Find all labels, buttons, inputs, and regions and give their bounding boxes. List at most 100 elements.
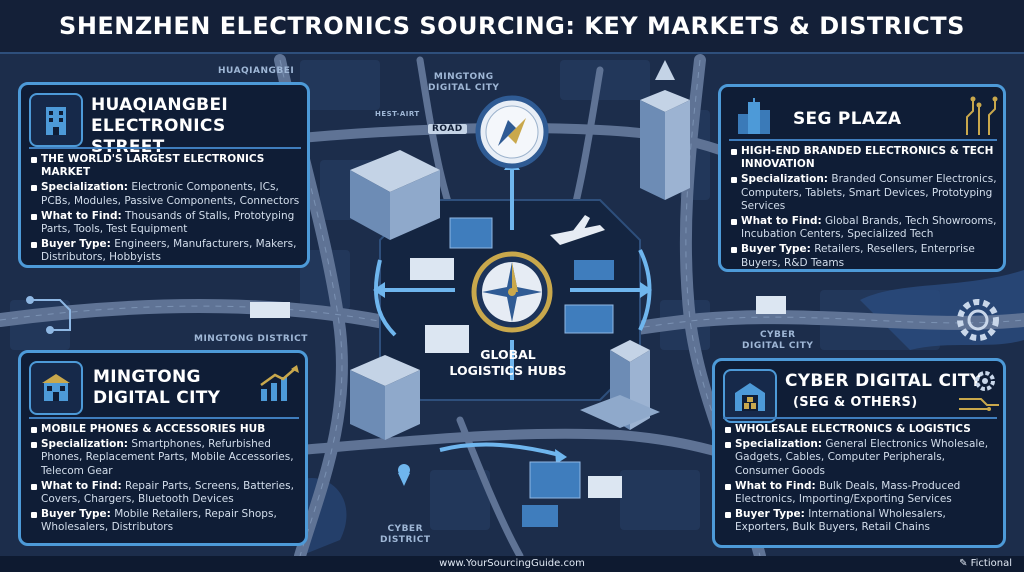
bullet-icon	[31, 157, 37, 163]
headline-text: WHOLESALE ELECTRONICS & LOGISTICS	[735, 423, 971, 435]
detail-specialization: Specialization: Smartphones, Refurbished…	[31, 438, 303, 478]
bullet-icon	[31, 512, 37, 519]
detail-value: International Wholesalers, Exporters, Bu…	[735, 508, 946, 534]
panel-details: MOBILE PHONES & ACCESSORIES HUB Speciali…	[31, 423, 303, 537]
detail-what-to-find: What to Find: Global Brands, Tech Showro…	[731, 215, 1001, 241]
detail-label: What to Find:	[41, 209, 122, 222]
detail-label: Buyer Type:	[735, 508, 805, 521]
map-label-cyber-bottom: CYBER DISTRICT	[380, 524, 430, 546]
skyscraper-icon	[729, 93, 779, 143]
panel-huaqiangbei: HUAQIANGBEI ELECTRONICS STREET THE WORLD…	[18, 82, 310, 268]
brand-icon: ✎	[959, 558, 971, 569]
panel-title: MINGTONG DIGITAL CITY	[93, 367, 253, 409]
panel-divider	[29, 417, 299, 419]
panel-mingtong: MINGTONG DIGITAL CITY MOBILE PHONES & AC…	[18, 350, 308, 546]
panel-title-line2: DIGITAL CITY	[93, 388, 221, 408]
detail-specialization: Specialization: Branded Consumer Electro…	[731, 173, 1001, 213]
bullet-icon	[31, 442, 37, 449]
detail-value: Branded Consumer Electronics, Computers,…	[741, 173, 997, 212]
headline-text: THE WORLD'S LARGEST ELECTRONICS MARKET	[41, 153, 265, 179]
panel-divider	[729, 139, 997, 141]
detail-value: Repair Parts, Screens, Batteries, Covers…	[41, 479, 294, 506]
panel-divider	[29, 147, 301, 149]
detail-value: Bulk Deals, Mass-Produced Electronics, I…	[735, 479, 961, 506]
panel-title-line2: ELECTRONICS STREET	[91, 116, 226, 157]
page-title: SHENZHEN ELECTRONICS SOURCING: KEY MARKE…	[59, 12, 965, 40]
detail-buyer-type: Buyer Type: Mobile Retailers, Repair Sho…	[31, 508, 303, 534]
detail-value: Mobile Retailers, Repair Shops, Wholesal…	[41, 508, 277, 534]
detail-value: Thousands of Stalls, Prototyping Parts, …	[41, 209, 295, 236]
bullet-icon	[725, 427, 731, 433]
hub-label-line2: LOGISTICS HUBS	[449, 363, 567, 378]
map-label-cyber-right-line2: DIGITAL CITY	[742, 341, 814, 351]
warehouse-icon	[723, 369, 777, 423]
detail-label: Buyer Type:	[41, 508, 111, 521]
bullet-icon	[31, 242, 37, 249]
detail-label: Specialization:	[741, 173, 829, 186]
bullet-icon	[31, 427, 37, 433]
panel-seg-plaza: SEG PLAZA HIGH-END BRANDED ELECTRONICS &…	[718, 84, 1006, 272]
detail-value: Retailers, Resellers, Enterprise Buyers,…	[741, 243, 975, 269]
panel-details: THE WORLD'S LARGEST ELECTRONICS MARKET S…	[31, 153, 303, 267]
panel-title: HUAQIANGBEI ELECTRONICS STREET	[91, 95, 305, 158]
headline-text: MOBILE PHONES & ACCESSORIES HUB	[41, 423, 266, 435]
map-label-road: ROAD	[428, 124, 467, 134]
panel-title-line1: SEG PLAZA	[793, 109, 902, 129]
bullet-icon	[731, 219, 737, 226]
detail-label: What to Find:	[741, 215, 822, 228]
detail-label: Specialization:	[41, 438, 129, 451]
footer-url[interactable]: www.YourSourcingGuide.com	[439, 558, 585, 569]
panel-title: CYBER DIGITAL CITY (SEG & OTHERS)	[785, 371, 985, 413]
brand-label: Fictional	[970, 558, 1012, 569]
title-bar: SHENZHEN ELECTRONICS SOURCING: KEY MARKE…	[0, 0, 1024, 54]
detail-value: Global Brands, Tech Showrooms, Incubatio…	[741, 215, 997, 241]
growth-chart-icon	[257, 363, 301, 407]
bullet-icon	[31, 483, 37, 490]
circuit-icon	[961, 95, 1001, 139]
bullet-icon	[731, 247, 737, 254]
detail-what-to-find: What to Find: Thousands of Stalls, Proto…	[31, 210, 303, 236]
detail-label: Specialization:	[41, 181, 129, 194]
bullet-icon	[725, 512, 731, 519]
storefront-icon	[29, 361, 83, 415]
map-label-cyber-right: CYBER DIGITAL CITY	[742, 330, 813, 352]
footer-brand: ✎ Fictional	[959, 558, 1012, 569]
map-label-huaqiangbei: HUAQIANGBEI	[218, 66, 295, 76]
map-label-mingtong-top-line1: MINGTONG	[433, 72, 494, 82]
detail-label: Buyer Type:	[741, 243, 811, 256]
gear-icon	[973, 369, 997, 397]
panel-title-line2: (SEG & OTHERS)	[793, 395, 918, 410]
building-icon	[29, 93, 83, 147]
map-label-cyber-bottom-line2: DISTRICT	[380, 535, 431, 545]
bullet-icon	[31, 185, 37, 192]
detail-buyer-type: Buyer Type: International Wholesalers, E…	[725, 508, 1001, 534]
headline-text: HIGH-END BRANDED ELECTRONICS & TECH INNO…	[741, 145, 994, 171]
map-label-mingtong-district: MINGTONG DISTRICT	[194, 334, 308, 344]
bullet-icon	[731, 149, 737, 155]
map-label-cyber-right-line1: CYBER	[759, 330, 796, 340]
hub-label-line1: GLOBAL	[480, 347, 536, 362]
bullet-icon	[725, 442, 731, 449]
detail-what-to-find: What to Find: Bulk Deals, Mass-Produced …	[725, 480, 1001, 506]
detail-value: Electronic Components, ICs, PCBs, Module…	[41, 181, 300, 207]
panel-title: SEG PLAZA	[793, 109, 953, 130]
map-label-mingtong-top-line2: DIGITAL CITY	[428, 83, 500, 93]
detail-value: Smartphones, Refurbished Phones, Replace…	[41, 438, 294, 477]
map-label-hest-airt: HEST-AIRT	[375, 110, 420, 118]
hub-label: GLOBAL LOGISTICS HUBS	[438, 347, 578, 379]
detail-value: Engineers, Manufacturers, Makers, Distri…	[41, 238, 297, 264]
detail-headline: HIGH-END BRANDED ELECTRONICS & TECH INNO…	[731, 145, 1001, 171]
bullet-icon	[725, 483, 731, 490]
detail-label: What to Find:	[41, 479, 122, 492]
detail-value: General Electronics Wholesale, Gadgets, …	[735, 438, 989, 477]
detail-what-to-find: What to Find: Repair Parts, Screens, Bat…	[31, 480, 303, 506]
panel-title-line1: MINGTONG	[93, 367, 201, 387]
footer: www.YourSourcingGuide.com ✎ Fictional	[0, 556, 1024, 572]
bullet-icon	[31, 213, 37, 220]
detail-specialization: Specialization: General Electronics Whol…	[725, 438, 1001, 478]
bullet-icon	[731, 177, 737, 184]
detail-label: Specialization:	[735, 438, 823, 451]
map-label-cyber-bottom-line1: CYBER	[387, 524, 424, 534]
panel-divider	[723, 417, 997, 419]
panel-details: WHOLESALE ELECTRONICS & LOGISTICS Specia…	[725, 423, 1001, 537]
